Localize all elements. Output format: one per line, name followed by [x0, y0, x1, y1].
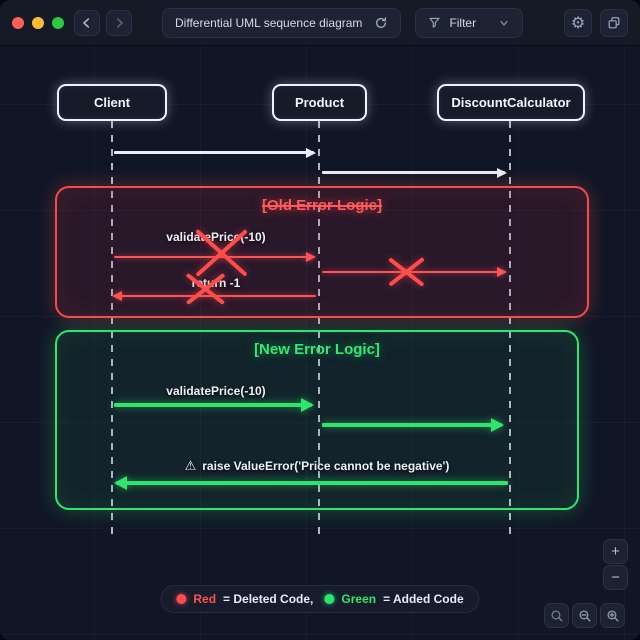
copy-button[interactable] — [600, 8, 628, 37]
zoom-out-magnifier-button[interactable] — [572, 603, 597, 628]
zoom-in-button[interactable]: + — [603, 539, 628, 564]
chevron-left-icon — [83, 17, 90, 28]
magnifier-plus-icon — [606, 609, 619, 622]
magnifier-icon — [550, 609, 563, 622]
maximize-button[interactable] — [52, 16, 64, 29]
actor-label: DiscountCalculator — [451, 95, 571, 110]
new-return-label-row: ⚠ raise ValueError('Price cannot be nega… — [55, 458, 579, 474]
legend-green-term: Green — [341, 592, 377, 606]
minimize-button[interactable] — [32, 16, 44, 29]
message-arrow-product-discount — [322, 171, 505, 174]
old-error-logic-block: [Old Error Logic] — [55, 186, 589, 318]
warning-icon: ⚠ — [184, 458, 197, 473]
legend-red-term: Red — [193, 592, 217, 606]
actor-label: Client — [93, 95, 131, 110]
filter-funnel-icon — [429, 17, 440, 28]
plus-icon: + — [611, 543, 620, 560]
magnifier-minus-icon — [578, 609, 591, 622]
new-call-label: validatePrice(-10) — [166, 384, 266, 398]
actor-label: Product — [294, 95, 345, 110]
old-block-title: [Old Error Logic] — [262, 197, 382, 214]
chevron-right-icon — [116, 17, 123, 28]
deleted-x-icon — [387, 254, 425, 290]
message-arrow-client-product — [114, 151, 314, 154]
new-return-arrow — [116, 481, 508, 485]
new-call-arrow — [114, 403, 312, 407]
legend-green-desc: = Added Code — [383, 592, 464, 606]
copy-icon — [608, 16, 620, 28]
actor-product: Product — [272, 84, 367, 121]
deleted-x-icon — [185, 270, 227, 308]
settings-button[interactable]: ⚙ — [564, 8, 592, 37]
page-title: Differential UML sequence diagram — [175, 15, 363, 30]
address-bar[interactable]: Differential UML sequence diagram — [162, 7, 402, 38]
gear-icon: ⚙ — [570, 14, 586, 32]
new-block-title: [New Error Logic] — [254, 341, 380, 358]
actor-discountcalculator: DiscountCalculator — [437, 84, 585, 121]
titlebar: Differential UML sequence diagram Filter… — [0, 0, 640, 46]
zoom-reset-button[interactable] — [544, 603, 569, 628]
minus-icon: − — [611, 569, 620, 586]
new-return-label: raise ValueError('Price cannot be negati… — [202, 459, 450, 473]
traffic-lights — [12, 16, 64, 29]
legend: Red = Deleted Code, Green = Added Code — [160, 585, 480, 613]
filter-label: Filter — [449, 15, 477, 30]
forward-button[interactable] — [106, 9, 132, 36]
diagram-canvas[interactable]: Client Product DiscountCalculator [Old E… — [0, 46, 640, 640]
close-button[interactable] — [12, 16, 24, 29]
green-dot-icon — [324, 594, 335, 604]
back-button[interactable] — [74, 9, 100, 36]
legend-red-desc: = Deleted Code, — [223, 592, 314, 606]
filter-dropdown[interactable]: Filter — [415, 7, 524, 38]
refresh-icon[interactable] — [374, 16, 388, 30]
zoom-out-button[interactable]: − — [603, 565, 628, 590]
red-dot-icon — [176, 594, 187, 604]
zoom-in-magnifier-button[interactable] — [600, 603, 625, 628]
actor-client: Client — [57, 84, 167, 121]
new-forward-arrow — [322, 423, 502, 427]
chevron-down-icon — [500, 20, 508, 26]
